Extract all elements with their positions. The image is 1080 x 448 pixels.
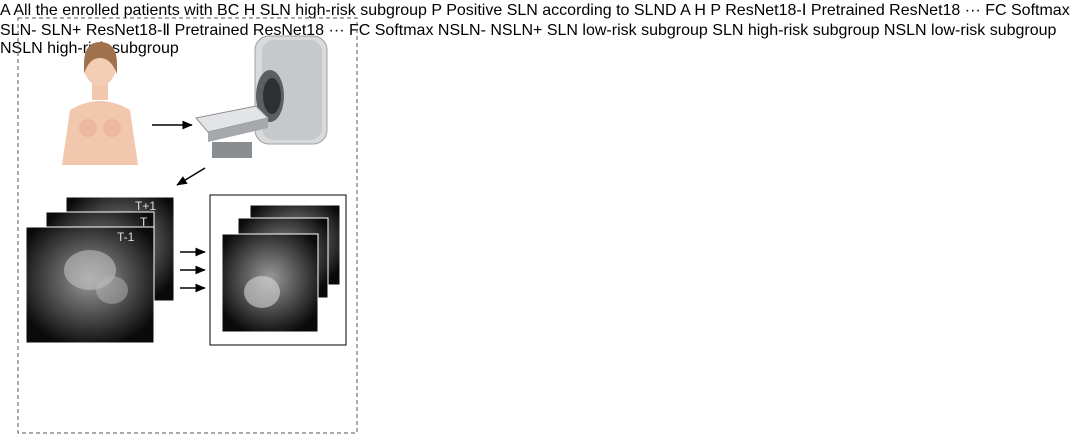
arrow-scanner-to-slices — [176, 167, 206, 186]
legend-text-p: Positive SLN according to SLND — [446, 2, 677, 19]
mri-slice-stack: T+1 T T-1 — [25, 196, 175, 344]
arrow-top-softmax-to-pie: SLN- SLN+ ResNet18-Ⅱ Pretrained ResNet18… — [0, 22, 1056, 57]
sln-high-label-2: subgroup — [812, 22, 880, 39]
legend-item-h: H SLN high-risk subgroup — [244, 2, 432, 19]
sln-pos-label: SLN+ — [40, 22, 82, 39]
nsln-neg-label: NSLN- — [437, 22, 486, 39]
badge-a: A — [680, 2, 690, 19]
arrow-nsln-neg: NSLN- NSLN+ SLN low-risk subgroup — [0, 22, 1056, 57]
arrow-sln-pos: SLN+ ResNet18-Ⅱ Pretrained ResNet18 ··· — [0, 22, 1056, 57]
legend-letter-a: A — [0, 2, 10, 19]
arrow-nsln-pos: NSLN+ SLN low-risk subgroup — [0, 22, 1056, 57]
network-top-fc: FC — [985, 2, 1011, 19]
input-panel-frame — [17, 17, 358, 434]
slice-label-middle: T — [140, 215, 148, 229]
sln-neg-label: SLN- — [0, 22, 37, 39]
nsln-high-label-1: NSLN high-risk — [0, 40, 108, 57]
sln-low-label-1: SLN low-risk — [546, 22, 637, 39]
nsln-low-risk-group: NSLN low-risk subgroup — [884, 22, 1057, 39]
legend-letter-p: P — [431, 2, 442, 19]
network-bottom-pretrained-model: ResNet18 — [252, 22, 325, 39]
legend-item-a: A All the enrolled patients with BC — [0, 2, 244, 19]
network-bottom-pretrained: Pretrained — [174, 22, 249, 39]
nsln-high-risk-group: NSLN high-risk subgroup — [0, 40, 179, 57]
network-bottom-softmax: Softmax — [374, 22, 434, 39]
slice-label-back: T+1 — [135, 199, 156, 213]
legend-letter-h: H — [243, 2, 256, 19]
legend-item-p: P Positive SLN according to SLND — [431, 2, 680, 19]
network-bottom-fc: FC — [349, 22, 375, 39]
badge-p: P — [710, 2, 721, 19]
sln-high-label-1: SLN high-risk — [712, 22, 809, 39]
network-bottom-dots: ··· — [328, 22, 345, 39]
nsln-low-label-2: subgroup — [989, 22, 1057, 39]
legend: A All the enrolled patients with BC H SL… — [0, 2, 680, 19]
mri-scanner-icon — [195, 35, 328, 158]
network-top-title: ResNet18-Ⅰ — [725, 2, 807, 19]
arrow-sln-neg: SLN- SLN+ ResNet18-Ⅱ Pretrained ResNet18… — [0, 22, 1056, 57]
legend-text-a: All the enrolled patients with BC — [13, 2, 240, 19]
network-top-softmax: Softmax — [1011, 2, 1070, 19]
network-top-pretrained-model: ResNet18 — [889, 2, 961, 19]
nsln-high-label-2: subgroup — [112, 40, 179, 57]
network-top-fc-label: FC — [985, 2, 1007, 19]
arrow-bottom-softmax-to-pie: NSLN- NSLN+ SLN low-risk subgroup — [0, 22, 1056, 57]
sln-high-risk-group: SLN high-risk subgroup — [712, 22, 884, 39]
cropped-roi-stack — [209, 194, 347, 346]
network-bottom-frame: ResNet18-Ⅱ Pretrained ResNet18 ··· FC So — [0, 22, 1056, 57]
network-bottom-fc-label: FC — [348, 22, 371, 39]
sln-low-label-2: subgroup — [641, 22, 708, 39]
patient-illustration — [62, 42, 138, 165]
network-top-pretrained: Pretrained — [810, 2, 885, 19]
network-bottom-title: ResNet18-Ⅱ — [85, 22, 171, 39]
nsln-low-label-1: NSLN low-risk — [883, 22, 986, 39]
network-top-frame: ResNet18-Ⅰ Pretrained ResNet18 ··· FC So — [0, 2, 1070, 57]
legend-text-h: SLN high-risk subgroup — [259, 2, 427, 19]
badge-h: H — [694, 2, 706, 19]
nsln-pos-label: NSLN+ — [490, 22, 543, 39]
slice-label-front: T-1 — [117, 230, 135, 244]
sln-low-risk-group: SLN low-risk subgroup — [547, 22, 712, 39]
network-top-dots: ··· — [964, 2, 981, 19]
